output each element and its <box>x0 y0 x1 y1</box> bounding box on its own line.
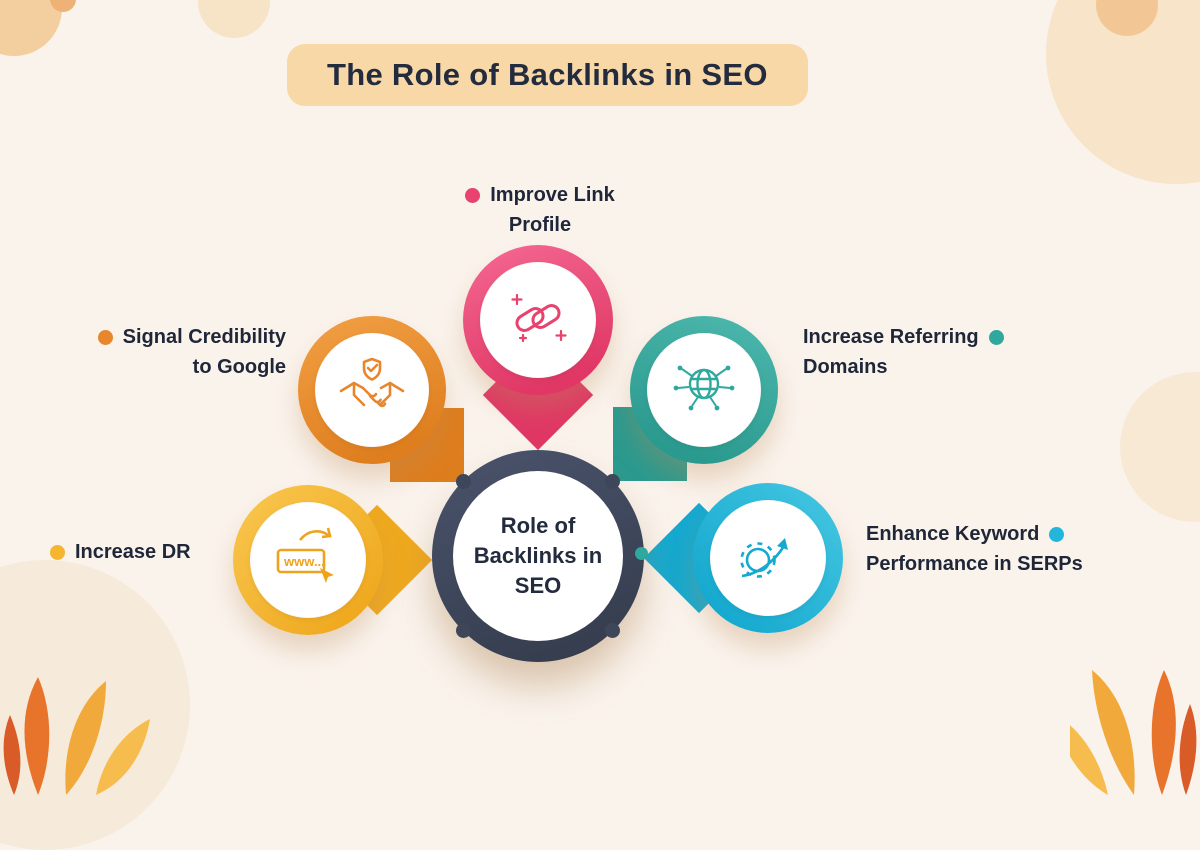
corner-leaves-left <box>0 605 160 800</box>
hub-connector-dot <box>456 474 471 489</box>
hub-connector-dot <box>635 547 648 560</box>
label-text: Enhance Keyword <box>866 523 1040 545</box>
center-hub: Role of Backlinks in SEO <box>432 450 648 662</box>
pin-increase-referring-domains <box>613 316 778 481</box>
label-increase-dr: Increase DR <box>50 537 191 567</box>
background-blob <box>198 0 270 38</box>
label-increase-referring-domains: Increase Referring Domains <box>803 322 1073 382</box>
hub-label-line: Backlinks in <box>473 543 603 568</box>
bullet-dot <box>988 329 1004 345</box>
www-browser-icon: www... <box>266 516 350 605</box>
hub-connector-dot <box>605 623 620 638</box>
background-blob <box>50 0 76 12</box>
label-line: Enhance Keyword <box>866 519 1156 549</box>
background-blob <box>0 0 62 56</box>
handshake-icon <box>333 349 411 432</box>
label-text: Increase DR <box>75 541 191 563</box>
label-text: Increase Referring <box>803 326 979 348</box>
bullet-dot <box>465 187 481 203</box>
label-line: Signal Credibility <box>48 322 286 352</box>
pin-inner-circle <box>315 333 429 447</box>
label-text: Signal Credibility <box>122 326 286 348</box>
pin-enhance-keyword-performance <box>643 483 843 633</box>
pin-inner-circle: www... <box>250 502 366 618</box>
label-enhance-keyword-performance: Enhance Keyword Performance in SERPs <box>866 519 1156 579</box>
pin-signal-credibility <box>298 316 464 482</box>
label-line: Domains <box>803 352 1073 382</box>
label-line: Performance in SERPs <box>866 549 1156 579</box>
bullet-dot <box>97 329 113 345</box>
hub-label-line: SEO <box>514 573 562 598</box>
label-text: Domains <box>803 356 888 378</box>
label-text: Profile <box>508 214 572 236</box>
pin-inner-circle <box>710 500 826 616</box>
label-line: Increase Referring <box>803 322 1073 352</box>
label-improve-link-profile: Improve Link Profile <box>418 180 662 240</box>
label-line: Increase DR <box>50 537 191 567</box>
label-line: to Google <box>48 352 286 382</box>
label-text: Improve Link <box>490 184 615 206</box>
chain-link-icon <box>499 279 577 362</box>
pin-increase-dr: www... <box>233 485 433 635</box>
title-banner: The Role of Backlinks in SEO <box>287 44 808 106</box>
hub-connector-dot <box>605 474 620 489</box>
hub-label-line: Role of <box>500 513 576 538</box>
pin-improve-link-profile <box>463 245 613 451</box>
bullet-dot <box>50 544 65 560</box>
globe-network-icon <box>664 348 744 433</box>
pin-inner-circle <box>647 333 761 447</box>
center-hub-label: Role of Backlinks in SEO <box>453 471 623 641</box>
icon-text: www... <box>283 554 325 569</box>
bullet-dot <box>1049 526 1065 542</box>
label-text: Performance in SERPs <box>866 553 1083 575</box>
label-text: to Google <box>192 356 286 378</box>
label-line: Improve Link <box>418 180 662 210</box>
hub-connector-dot <box>456 623 471 638</box>
background-blob <box>1120 372 1200 522</box>
page-title: The Role of Backlinks in SEO <box>327 57 768 92</box>
label-line: Profile <box>418 210 662 240</box>
pin-inner-circle <box>480 262 596 378</box>
corner-leaves-right <box>1054 570 1200 800</box>
label-signal-credibility: Signal Credibility to Google <box>48 322 286 382</box>
gear-arrow-icon <box>726 514 810 603</box>
